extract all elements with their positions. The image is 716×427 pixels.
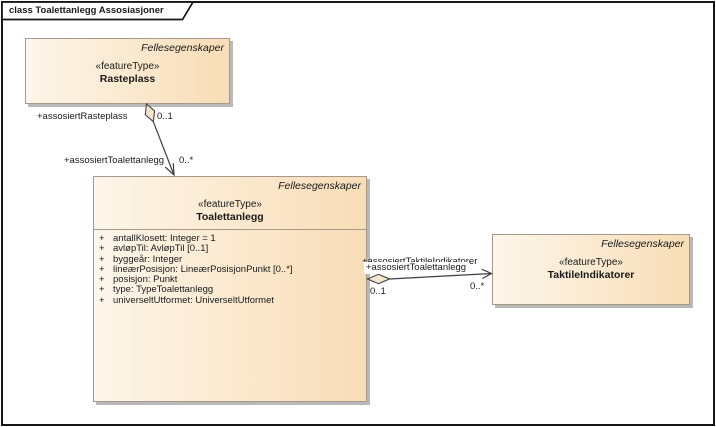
attribute-text: posisjon: Punkt xyxy=(113,274,178,286)
package-label: Fellesegenskaper xyxy=(601,238,684,250)
class-name: Rasteplass xyxy=(99,73,156,85)
arrowhead-toalettanlegg-end xyxy=(164,163,175,177)
visibility-marker: + xyxy=(99,274,105,286)
attribute-row: + antallKlosett: Integer = 1 xyxy=(94,233,366,244)
association-line-toalettanlegg-taktileindikatorer[interactable] xyxy=(389,272,492,280)
aggregation-diamond-rasteplass[interactable] xyxy=(144,102,156,123)
multiplicity-toalettanlegg-end: 0..* xyxy=(179,155,194,166)
attribute-text: universeltUtformet: UniverseltUtformet xyxy=(113,294,275,306)
association-line-rasteplass-toalettanlegg[interactable] xyxy=(152,121,175,176)
stereotype-label: «featureType» xyxy=(559,257,623,268)
attribute-row: + universeltUtformet: UniverseltUtformet xyxy=(94,294,366,306)
multiplicity-rasteplass-end: 0..1 xyxy=(157,111,173,122)
class-name: Toalettanlegg xyxy=(196,211,264,223)
role-label-assosiertRasteplass: +assosiertRasteplass xyxy=(37,111,128,122)
attribute-row: + avløpTil: AvløpTil [0..1] xyxy=(94,243,366,255)
attribute-text: antallKlosett: Integer = 1 xyxy=(113,233,216,244)
aggregation-diamond-toalettanlegg[interactable] xyxy=(366,273,391,285)
multiplicity-toalettanlegg-end-2: 0..1 xyxy=(370,286,386,297)
attribute-text: type: TypeToalettanlegg xyxy=(113,284,214,296)
attribute-row: + byggeår: Integer xyxy=(94,253,366,265)
visibility-marker: + xyxy=(99,294,105,306)
stereotype-label: «featureType» xyxy=(95,61,160,72)
class-box-rasteplass[interactable]: Fellesegenskaper «featureType» Rasteplas… xyxy=(25,38,230,104)
attribute-text: avløpTil: AvløpTil [0..1] xyxy=(113,243,209,255)
attribute-row: + type: TypeToalettanlegg xyxy=(94,284,366,296)
attribute-compartment: + antallKlosett: Integer = 1 + avløpTil:… xyxy=(94,233,366,306)
visibility-marker: + xyxy=(99,253,105,265)
attribute-text: lineærPosisjon: LineærPosisjonPunkt [0..… xyxy=(113,263,293,275)
class-box-toalettanlegg[interactable]: Fellesegenskaper «featureType» Toalettan… xyxy=(93,176,367,402)
class-box-taktileindikatorer[interactable]: Fellesegenskaper «featureType» TaktileIn… xyxy=(492,234,690,305)
arrowhead-taktileindikatorer-end xyxy=(481,268,493,280)
role-label-assosiertToalettanlegg: +assosiertToalettanlegg xyxy=(64,155,165,166)
compartment-separator xyxy=(94,229,366,230)
visibility-marker: + xyxy=(99,263,105,275)
multiplicity-taktileindikatorer-end: 0..* xyxy=(470,281,485,292)
role-label-assosiertTaktileIndikatorer: +assosiertTaktileIndikatorer xyxy=(362,257,477,267)
class-name: TaktileIndikatorer xyxy=(547,269,635,281)
visibility-marker: + xyxy=(99,243,105,255)
package-label: Fellesegenskaper xyxy=(141,42,224,54)
diagram-title: class Toalettanlegg Assosiasjoner xyxy=(9,5,164,16)
package-label: Fellesegenskaper xyxy=(278,180,361,192)
visibility-marker: + xyxy=(99,233,105,244)
attribute-row: + posisjon: Punkt xyxy=(94,274,366,286)
stereotype-label: «featureType» xyxy=(198,199,262,210)
role-label-assosiertToalettanlegg-2: +assosiertToalettanlegg xyxy=(364,262,469,274)
attribute-row: + lineærPosisjon: LineærPosisjonPunkt [0… xyxy=(94,263,366,275)
attribute-text: byggeår: Integer xyxy=(113,253,183,265)
visibility-marker: + xyxy=(99,284,105,296)
